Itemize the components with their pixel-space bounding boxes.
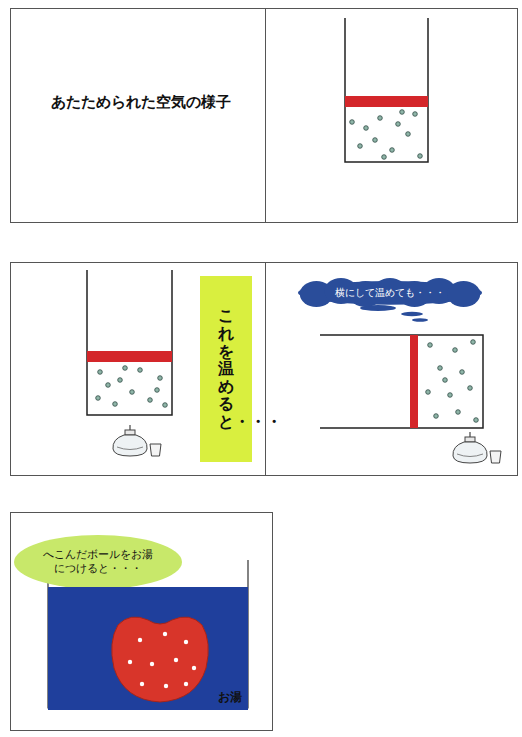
piston	[345, 96, 428, 107]
air-particle	[155, 388, 160, 393]
panel-frames	[11, 9, 518, 731]
node-label: 横にして温めても・・・	[335, 287, 445, 299]
air-particle	[174, 658, 178, 662]
piston	[87, 351, 172, 362]
air-particle	[106, 383, 111, 388]
air-particle	[443, 378, 448, 383]
cylinder	[345, 18, 428, 162]
cloud-bump	[447, 281, 480, 307]
air-particle	[434, 414, 439, 419]
panel-box: あたためられた空気の様子	[10, 8, 266, 223]
ball-particles	[128, 632, 196, 688]
air-particle	[118, 378, 123, 383]
air-particle	[460, 370, 465, 375]
air-particle	[148, 398, 153, 403]
alcohol-lamps	[113, 425, 501, 463]
air-particle	[474, 418, 479, 423]
lamp-body	[113, 435, 147, 456]
air-particle	[358, 144, 363, 149]
air-particle	[413, 112, 418, 117]
air-particle	[140, 682, 144, 686]
lamp-cap	[490, 451, 501, 463]
air-particle	[96, 396, 101, 401]
air-particle	[98, 370, 103, 375]
cylinder-wall	[320, 335, 483, 428]
air-particle	[184, 640, 188, 644]
air-particle	[123, 366, 128, 371]
air-particle	[471, 340, 476, 345]
dented-ball	[112, 617, 209, 702]
text-group: 横にして温めても・・・	[335, 287, 445, 299]
cylinder	[320, 335, 483, 428]
air-particle	[426, 390, 431, 395]
node-label: お湯	[218, 690, 242, 706]
node-label: あたためられた空気の様子	[51, 93, 255, 113]
air-particle	[128, 660, 132, 664]
air-particle	[373, 138, 378, 143]
speech-bubble: へこんだボールをお湯 につけると・・・	[14, 535, 182, 589]
cloud-puffs	[360, 305, 428, 322]
air-particle	[138, 638, 142, 642]
node-label: これを温めると・・・	[218, 307, 234, 430]
air-particle	[350, 120, 355, 125]
air-particle	[192, 666, 196, 670]
air-particle	[382, 155, 387, 160]
lamp-neck	[465, 437, 475, 442]
alcohol-lamp	[113, 425, 161, 456]
air-particle	[406, 132, 411, 137]
air-particle	[400, 110, 405, 115]
panel-frame	[266, 263, 518, 476]
air-particle	[453, 348, 458, 353]
lamp-neck	[125, 430, 135, 435]
air-particle	[364, 126, 369, 131]
air-particle	[164, 684, 168, 688]
air-particle	[428, 343, 433, 348]
cloud-callout: 横にして温めても・・・	[298, 281, 482, 305]
lamp-body	[453, 442, 487, 463]
cylinder	[87, 270, 172, 415]
air-particle	[184, 682, 188, 686]
panel-frame	[11, 263, 266, 476]
air-particle	[448, 393, 453, 398]
text-group: あたためられた空気の様子	[51, 93, 255, 113]
air-particle	[130, 390, 135, 395]
node-label: へこんだボールをお湯 につけると・・・	[37, 548, 159, 577]
air-particle	[150, 662, 154, 666]
lamp-fuel-line	[117, 447, 143, 450]
cloud-puff	[401, 312, 423, 316]
air-particle	[158, 376, 163, 381]
air-particle	[163, 403, 168, 408]
air-particle	[396, 122, 401, 127]
bubble-body	[14, 535, 182, 589]
air-particle	[418, 154, 423, 159]
air-particle	[456, 410, 461, 415]
cloud-puff	[412, 318, 428, 322]
air-particle	[163, 632, 167, 636]
lamp-fuel-line	[457, 454, 483, 457]
air-particle	[113, 402, 118, 407]
vertical-label-box: これを温めると・・・	[200, 276, 252, 462]
air-particle	[468, 386, 473, 391]
air-particle	[438, 366, 443, 371]
cylinder-wall	[87, 270, 172, 415]
text-group: へこんだボールをお湯 につけると・・・	[37, 548, 159, 577]
piston	[410, 335, 418, 428]
lamp-cap	[150, 444, 161, 456]
cylinder-wall	[345, 18, 428, 162]
alcohol-lamp	[453, 432, 501, 463]
air-particle	[378, 116, 383, 121]
text-group: お湯	[218, 690, 242, 706]
text-group: これを温めると・・・	[218, 307, 234, 430]
panel-frame	[266, 9, 518, 223]
air-particle	[390, 148, 395, 153]
air-particle	[138, 368, 143, 373]
panel-frame	[11, 513, 273, 731]
